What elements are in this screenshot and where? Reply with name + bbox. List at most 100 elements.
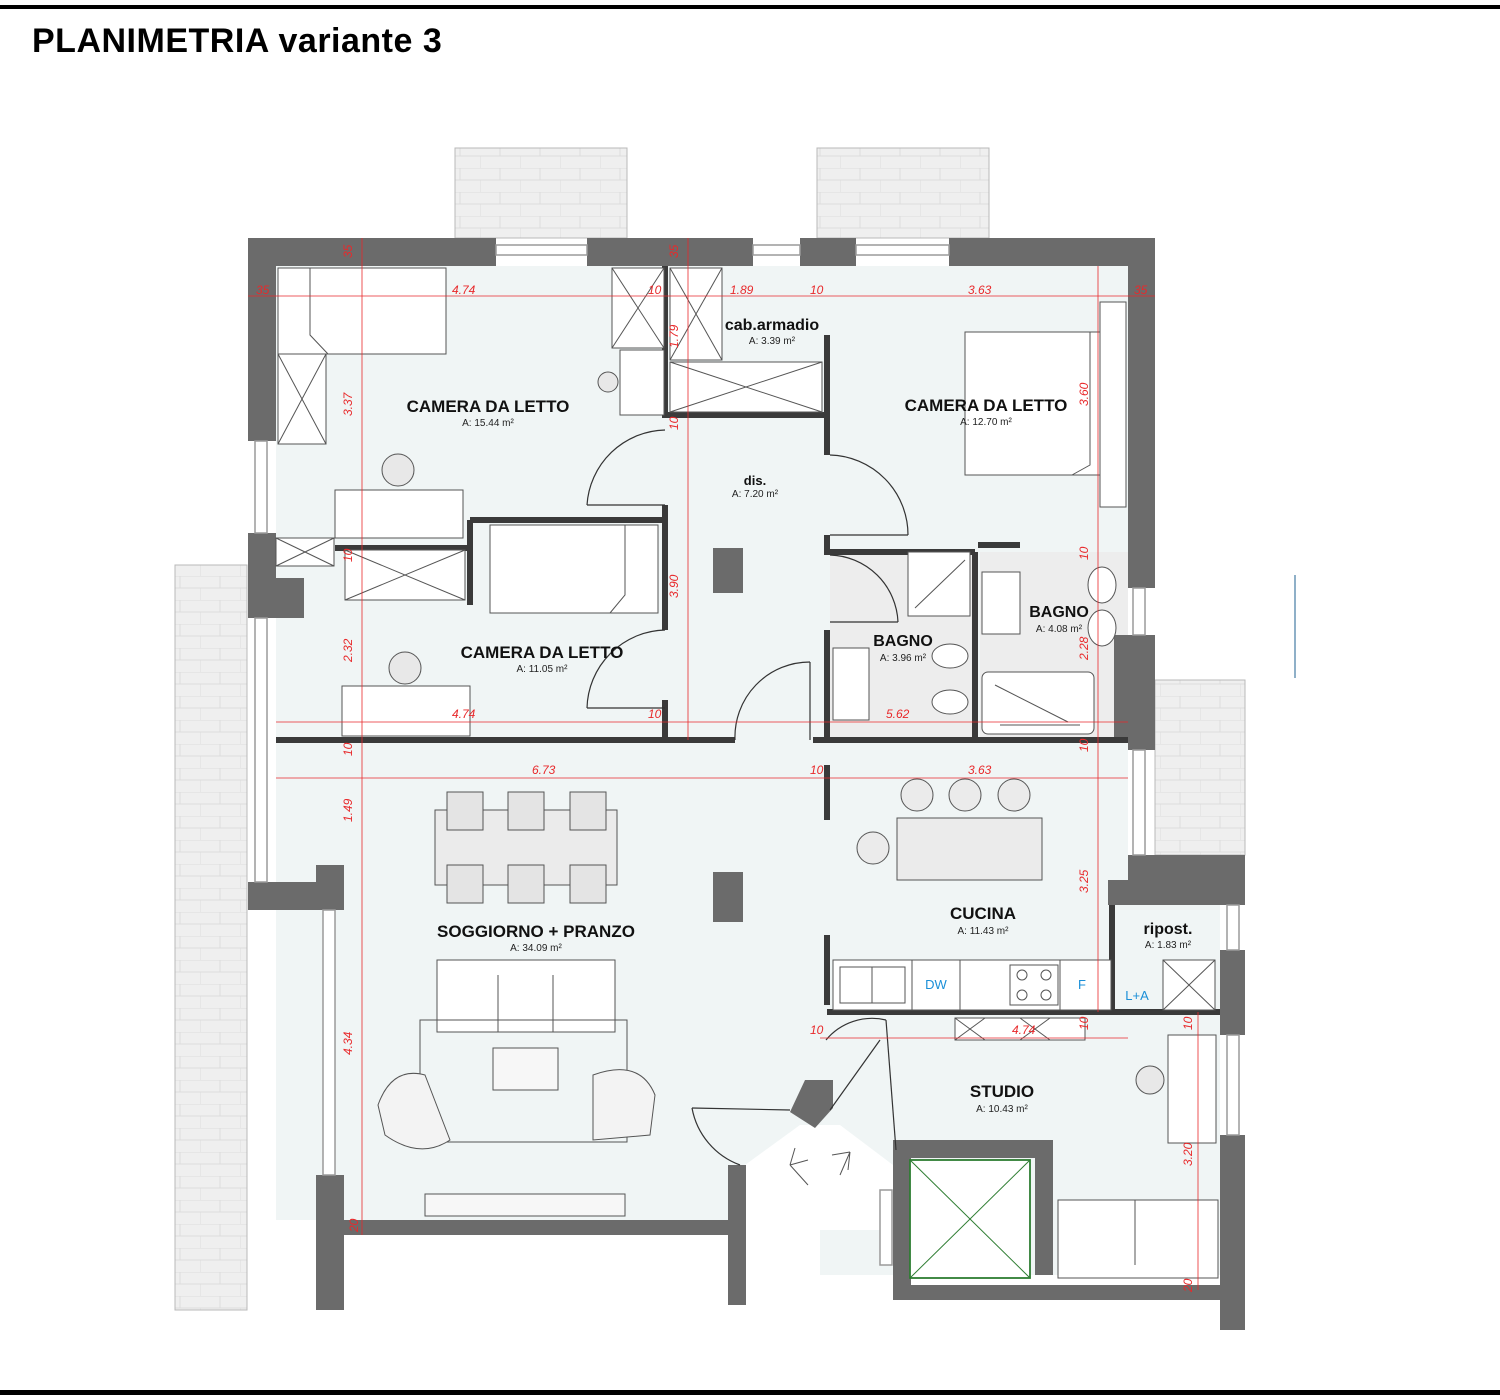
wall-top-4	[949, 238, 1155, 266]
room-name-wardrobe: cab.armadio	[725, 317, 819, 334]
chair-studio	[1135, 1065, 1165, 1095]
room-area-kitchen: A: 11.43 m²	[958, 926, 1010, 937]
terrace-right	[1154, 679, 1246, 856]
room-area-storage: A: 1.83 m²	[1145, 940, 1192, 951]
wall-studio-left-c	[1035, 1140, 1053, 1275]
coffee-table	[492, 1047, 559, 1091]
terrace-left	[174, 564, 248, 1311]
dining-chair-4	[446, 864, 484, 904]
entry-arrow-1	[789, 1147, 809, 1186]
dimension-lines	[248, 238, 1199, 1290]
dim-35-right: 35	[1134, 283, 1148, 297]
dim-325: 3.25	[1077, 869, 1091, 893]
toilet-bath2	[1087, 566, 1117, 604]
bar-stool-1	[900, 778, 934, 812]
dim-10-v-c: 10	[1077, 546, 1091, 560]
room-name-kitchen: CUCINA	[950, 904, 1016, 923]
sink-bath2	[981, 571, 1021, 635]
room-area-bedroom3: A: 11.05 m²	[517, 664, 569, 675]
dim-10-mid-a: 10	[648, 707, 662, 721]
dim-474-low: 4.74	[1012, 1023, 1036, 1037]
dim-10-low-a: 10	[810, 1023, 824, 1037]
furniture	[275, 267, 1219, 1279]
dining-chair-5	[507, 864, 545, 904]
dim-10-top-b: 10	[810, 283, 824, 297]
wall-bottom	[316, 1220, 746, 1235]
dim-179: 1.79	[667, 324, 681, 348]
dim-474-mid: 4.74	[452, 707, 476, 721]
elevator-shaft	[909, 1159, 1031, 1279]
dim-10-v-b: 10	[341, 548, 355, 562]
wall-left-bottom	[316, 1175, 344, 1310]
plan-title: PLANIMETRIA variante 3	[32, 22, 443, 60]
dim-363-top: 3.63	[968, 283, 992, 297]
dim-363-mid: 3.63	[968, 763, 992, 777]
room-name-living: SOGGIORNO + PRANZO	[437, 922, 635, 941]
wall-studio-left	[893, 1140, 1053, 1158]
wall-left-low-b	[316, 865, 344, 910]
dim-10-low-c: 10	[1181, 1016, 1195, 1030]
terraces	[174, 147, 1296, 1311]
dim-673: 6.73	[532, 763, 556, 777]
floor-entry	[745, 1125, 893, 1230]
wall-left-top	[248, 238, 276, 441]
armchair-right	[592, 1069, 656, 1141]
balcony-top-right	[816, 147, 990, 239]
top-rule	[0, 5, 1500, 9]
dim-474-top: 4.74	[452, 283, 476, 297]
wall-right-mid-b	[1128, 700, 1155, 750]
room-name-bath2: BAGNO	[1029, 604, 1089, 621]
tv-console	[424, 1193, 626, 1217]
doors	[586, 429, 909, 1166]
wardrobe-bedroom2	[1099, 301, 1127, 508]
room-name-bedroom2: CAMERA DA LETTO	[905, 396, 1068, 415]
room-area-bedroom1: A: 15.44 m²	[462, 418, 514, 429]
dim-228: 2.28	[1077, 636, 1091, 661]
dim-360: 3.60	[1077, 382, 1091, 406]
wall-right-lower	[1220, 950, 1245, 1035]
bed-bedroom3	[489, 524, 659, 614]
wardrobe-armadio-long	[669, 361, 823, 413]
bottom-rule	[0, 1390, 1500, 1395]
dining-chair-6	[569, 864, 607, 904]
dim-10-mid-b: 10	[810, 763, 824, 777]
appliance-labels: DW F L+A	[925, 977, 1149, 1003]
sofa-studio	[1057, 1199, 1219, 1279]
wardrobe-small	[275, 537, 335, 567]
room-labels: CAMERA DA LETTO A: 15.44 m² cab.armadio …	[407, 317, 1193, 1115]
room-area-hall: A: 7.20 m²	[732, 489, 779, 500]
dimension-labels: 35 4.74 10 1.89 10 3.63 35 35 35 1.79 3.…	[256, 244, 1195, 1293]
windows	[254, 244, 1240, 1266]
dining-chair-1	[446, 791, 484, 831]
wall-top-1	[248, 238, 496, 266]
wardrobe-armadio-top	[669, 267, 723, 361]
room-area-living: A: 34.09 m²	[510, 943, 562, 954]
wall-studio-bottom	[893, 1285, 1245, 1300]
room-area-bath1: A: 3.96 m²	[880, 653, 927, 664]
dim-10-v-e: 10	[341, 742, 355, 756]
chair-bedroom1	[381, 453, 415, 487]
appliance-fridge: F	[1078, 977, 1086, 992]
dim-20-b: 20	[1181, 1278, 1195, 1293]
bidet-bath1	[931, 689, 969, 715]
room-name-bedroom1: CAMERA DA LETTO	[407, 397, 570, 416]
dim-562: 5.62	[886, 707, 910, 721]
dim-35-vtop-a: 35	[341, 244, 355, 258]
room-area-wardrobe: A: 3.39 m²	[749, 336, 796, 347]
dim-10-v-a: 10	[667, 416, 681, 430]
desk-bedroom1	[334, 489, 464, 539]
room-name-studio: STUDIO	[970, 1082, 1034, 1101]
dim-10-low-b: 10	[1077, 1016, 1091, 1030]
dim-390: 3.90	[667, 574, 681, 598]
room-area-bath2: A: 4.08 m²	[1036, 624, 1083, 635]
wall-top-2	[587, 238, 753, 266]
appliance-dishwasher: DW	[925, 977, 947, 992]
bar-stool-4	[856, 831, 890, 865]
column-living	[713, 872, 743, 922]
balcony-top-left	[454, 147, 628, 239]
chair-bedroom3	[388, 651, 422, 685]
partitions	[276, 266, 1220, 1015]
wall-entry-pier	[790, 1080, 833, 1128]
desk-studio	[1167, 1034, 1217, 1144]
